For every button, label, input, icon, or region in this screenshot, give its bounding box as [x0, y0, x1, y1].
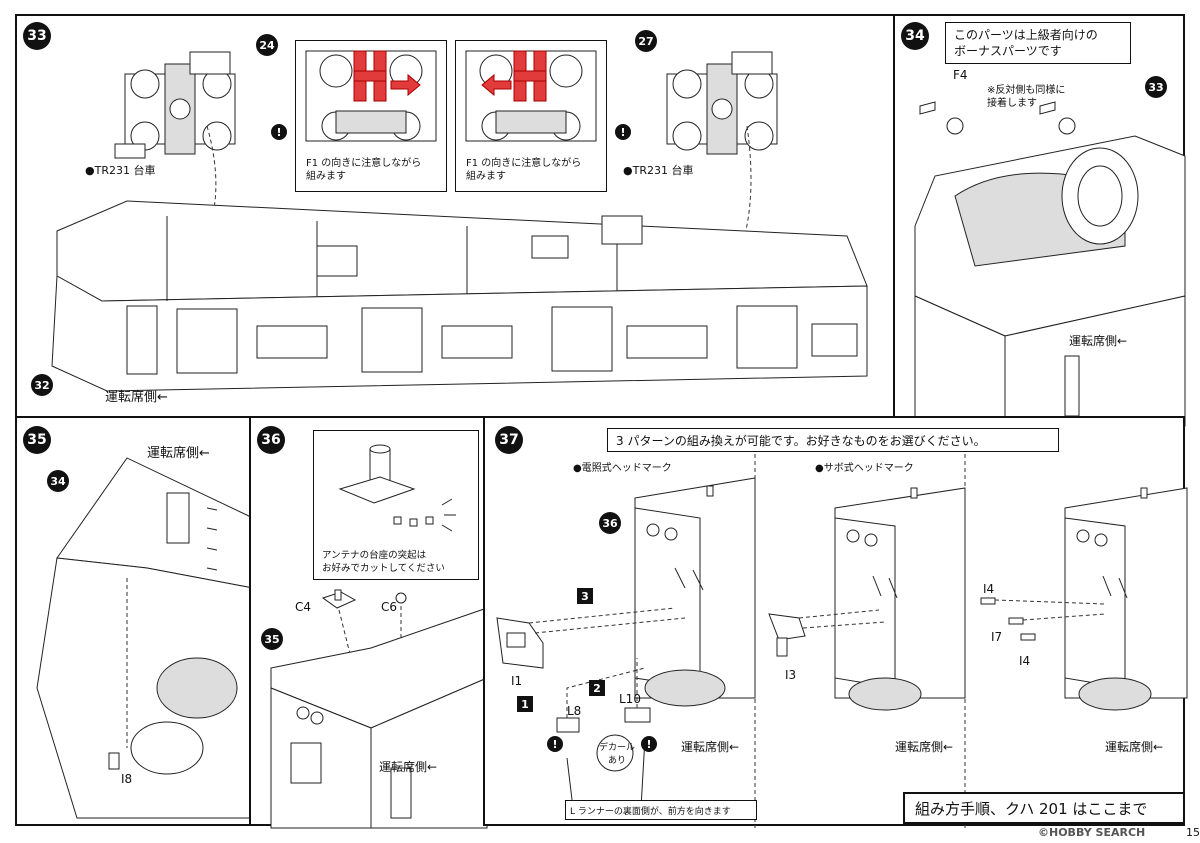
step-number-34: 34	[901, 22, 929, 50]
part-ref-36: 36	[599, 512, 621, 534]
direction-label-36: 運転席側←	[379, 760, 438, 774]
step-33-panel: 33 24 ●TR231 台車 F1 の向きに注意しながら 組みます !	[15, 14, 895, 418]
car-body-drawing	[51, 125, 868, 392]
direction-label-33: 運転席側←	[105, 390, 168, 405]
decal-note: デカール あり	[599, 743, 636, 766]
direction-label-37b: 運転席側←	[895, 740, 954, 754]
runner-note-box: L ランナーの裏面側が、前方を向きます	[565, 800, 757, 820]
truck-label-left: ●TR231 台車	[85, 164, 156, 177]
part-label-i4a: I4	[983, 582, 995, 596]
warning-icon-l10: !	[641, 736, 657, 752]
step-34-panel: 34 このパーツは上級者向けの ボーナスパーツです F4 ※反対側も同様に 接着…	[893, 14, 1186, 427]
part-label-c4: C4	[295, 600, 312, 614]
direction-label-34: 運転席側←	[1069, 334, 1128, 348]
part-ref-34: 34	[47, 470, 69, 492]
runner-note: L ランナーの裏面側が、前方を向きます	[570, 807, 731, 817]
pattern-2-drawing	[768, 487, 966, 711]
pattern-dividers	[754, 454, 966, 828]
direction-label-35: 運転席側←	[147, 446, 210, 461]
antenna-note: アンテナの台座の突起は お好みでカットしてください	[322, 550, 445, 574]
part-ref-32: 32	[31, 374, 53, 396]
bonus-part-note-text: このパーツは上級者向けの ボーナスパーツです	[954, 28, 1098, 58]
step-34-drawing	[914, 101, 1186, 427]
inset-right-note: F1 の向きに注意しながら 組みます	[466, 158, 582, 182]
step-number-37: 37	[495, 426, 523, 454]
part-label-l8: L8	[567, 704, 582, 718]
part-label-i3: I3	[785, 668, 797, 682]
warning-icon-l8: !	[547, 736, 563, 752]
antenna-inset: アンテナの台座の突起は お好みでカットしてください	[313, 430, 479, 580]
final-note: 組み方手順、クハ 201 はここまで	[915, 800, 1148, 818]
part-label-i8: I8	[121, 772, 133, 786]
part-ref-35: 35	[261, 628, 283, 650]
part-ref-24: 24	[256, 34, 278, 56]
truck-left-drawing	[114, 51, 236, 159]
part-label-i4b: I4	[1019, 654, 1031, 668]
truck-label-right: ●TR231 台車	[623, 164, 694, 177]
patterns-heading: 3 パターンの組み換えが可能です。お好きなものをお選びください。	[607, 428, 1059, 452]
pattern-2-label: ●サボ式ヘッドマーク	[815, 463, 914, 474]
step-37-panel: 37 3 パターンの組み換えが可能です。お好きなものをお選びください。 ●電照式…	[483, 416, 1188, 828]
patterns-heading-text: 3 パターンの組み換えが可能です。お好きなものをお選びください。	[616, 434, 986, 448]
warning-icon-right: !	[615, 124, 631, 140]
part-label-i1: I1	[511, 674, 523, 688]
part-label-c6: C6	[381, 600, 398, 614]
pattern-1-drawing	[496, 477, 756, 809]
step-number-33: 33	[23, 22, 51, 50]
final-note-box: 組み方手順、クハ 201 はここまで	[903, 792, 1185, 824]
step-35-panel: 35 34 運転席側← I8	[15, 416, 254, 826]
substep-3-marker: 3	[577, 588, 593, 604]
bonus-part-note: このパーツは上級者向けの ボーナスパーツです	[945, 22, 1131, 64]
part-label-i7: I7	[991, 630, 1003, 644]
part-ref-27: 27	[635, 30, 657, 52]
step-number-36: 36	[257, 426, 285, 454]
warning-icon-left: !	[271, 124, 287, 140]
pattern-3-drawing	[980, 487, 1188, 711]
opposite-side-note: ※反対側も同様に 接着します	[987, 85, 1066, 109]
step-number-35: 35	[23, 426, 51, 454]
part-label-l10: L10	[619, 692, 641, 706]
part-label-f4: F4	[953, 68, 968, 82]
watermark: ©HOBBY SEARCH	[1038, 826, 1146, 839]
pattern-1-label: ●電照式ヘッドマーク	[573, 463, 672, 474]
inset-left: F1 の向きに注意しながら 組みます	[295, 40, 447, 192]
substep-2-marker: 2	[589, 680, 605, 696]
part-ref-33: 33	[1145, 76, 1167, 98]
step-36-drawing	[270, 589, 488, 829]
direction-label-37c: 運転席側←	[1105, 740, 1164, 754]
truck-right-drawing	[666, 51, 778, 155]
page-number: 15	[1186, 826, 1200, 839]
substep-1-marker: 1	[517, 696, 533, 712]
inset-left-note: F1 の向きに注意しながら 組みます	[306, 158, 422, 182]
direction-label-37a: 運転席側←	[681, 740, 740, 754]
step-36-panel: 36 アンテナの台座の突起は お好みでカットしてください C4 C6 35 運転…	[249, 416, 488, 829]
inset-right: F1 の向きに注意しながら 組みます	[455, 40, 607, 192]
step-35-drawing	[36, 457, 254, 819]
